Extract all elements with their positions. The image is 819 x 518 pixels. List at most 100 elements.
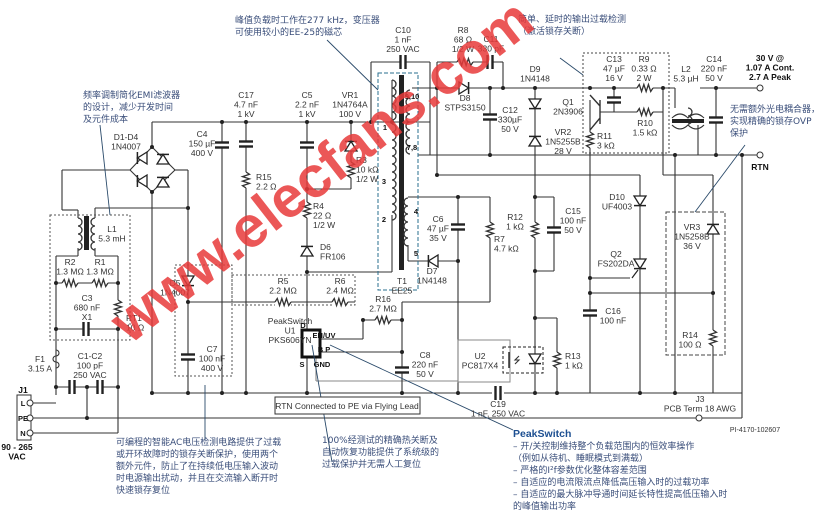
vr1-label: VR1 — [342, 90, 359, 100]
capacitor-bg — [708, 117, 724, 123]
junction-dot — [244, 120, 248, 124]
junction-dot — [435, 173, 439, 177]
resistor-icon — [301, 201, 313, 219]
overload-detect-box — [582, 52, 670, 154]
r11-label: 3 kΩ — [597, 141, 615, 151]
coupled-inductor-l2-icon — [671, 113, 705, 130]
pin-label: PE — [18, 414, 28, 423]
thermal-label: 过载保护并无需人工复位 — [322, 458, 421, 470]
pin-label: N — [20, 429, 25, 438]
junction-dot — [533, 86, 537, 90]
capacitor-bg — [495, 385, 501, 401]
c13-label: C13 — [606, 54, 622, 64]
fuse-icon — [52, 349, 60, 369]
vr2-label: 28 V — [554, 146, 572, 156]
junction-dot — [435, 86, 439, 90]
r3-label: 10 kΩ — [356, 165, 378, 175]
junction-dot — [488, 153, 492, 157]
vr3-label: 36 V — [683, 241, 701, 251]
d9-label: D9 — [530, 64, 541, 74]
c16-label: C16 — [605, 306, 621, 316]
c1c2-label: 250 VAC — [73, 370, 106, 380]
d10-label: UF4003 — [602, 202, 633, 212]
u1-label: PeakSwitch — [268, 316, 313, 326]
c13-label: 47 µF — [603, 64, 625, 74]
emi-label: 频率调制简化EMI滤波器 — [83, 89, 180, 101]
c10-label: 1 nF — [394, 35, 411, 45]
resistor-icon — [636, 82, 654, 94]
resistor-icon — [61, 277, 79, 289]
peakswitch-bullets-label: – 严格的I²f参数优化整体容差范围 — [513, 464, 647, 476]
winding-icon — [77, 217, 83, 251]
u2-label: U2 — [475, 351, 486, 361]
q1-label: Q1 — [562, 97, 574, 107]
pin-label: 5 — [414, 249, 418, 258]
l1-label: 5.3 mH — [98, 234, 125, 244]
junction-dot — [400, 318, 404, 322]
junction-dot — [305, 391, 309, 395]
capacitor-bg — [214, 142, 230, 148]
junction-dot — [588, 86, 592, 90]
c4-label: 400 V — [191, 148, 214, 158]
diode-icon — [299, 245, 315, 257]
resistor-icon — [707, 329, 719, 347]
capacitor-bg — [487, 54, 493, 70]
u1-label: PKS606YN — [269, 335, 312, 345]
d6-label: D6 — [320, 242, 331, 252]
capacitor-bg — [238, 141, 254, 147]
r1-label: R1 — [95, 257, 106, 267]
rt1-label: 10 Ω — [126, 323, 144, 333]
diode-icon — [427, 253, 439, 269]
junction-dot — [85, 416, 89, 420]
winding-icon — [391, 123, 397, 221]
junction-dot — [612, 86, 616, 90]
d10-label: D10 — [609, 192, 625, 202]
j3-label: J3 — [696, 394, 705, 404]
pin-label: 9,10 — [405, 92, 420, 101]
r15-label: R15 — [256, 172, 272, 182]
r15-label: 2.2 Ω — [256, 182, 277, 192]
pin-label: 3 — [382, 177, 386, 186]
transformer-core-icon — [399, 75, 404, 270]
junction-dot — [116, 281, 120, 285]
junction-dot — [54, 385, 58, 389]
c13-label: 16 V — [605, 73, 623, 83]
resistor-icon — [636, 106, 654, 118]
c11-label: 330 pF — [478, 44, 504, 54]
r4-label: R4 — [313, 201, 324, 211]
junction-dot — [400, 350, 404, 354]
peakswitch-bullets-label: （例如从待机、睡眠模式到满载） — [513, 452, 648, 464]
input-label: VAC — [8, 452, 25, 462]
c7-label: 400 V — [201, 363, 224, 373]
r7-label: R7 — [494, 234, 505, 244]
diode-icon — [527, 98, 543, 110]
c15-label: 50 V — [564, 225, 582, 235]
inductor-core-icon — [672, 119, 704, 123]
leader-line — [694, 144, 746, 213]
c10-label: C10 — [395, 25, 411, 35]
capacitor-bg — [69, 379, 75, 395]
ac-sense-label: 时电源输出扰动，并且在交流输入断开时 — [116, 472, 278, 484]
junction-dot — [740, 153, 744, 157]
peakswitch-bullets-label: – 自适应的最大脉冲导通时间延长特性提高低压输入时 — [513, 488, 727, 500]
r10-label: 1.5 kΩ — [633, 128, 658, 138]
d1d4-label: 1N4007 — [111, 142, 141, 152]
peakswitch-bullets-label: – 自适应的电流限流点降低高压输入时的过载功率 — [513, 476, 709, 488]
junction-dot — [186, 300, 190, 304]
resistor-icon — [584, 131, 596, 149]
c12-label: C12 — [502, 105, 518, 115]
capacitor-bg — [299, 142, 315, 148]
r4-label: 1/2 W — [313, 220, 335, 230]
rtn-note: RTN Connected to PE via Flying Lead — [275, 401, 419, 411]
winding-icon — [405, 89, 411, 155]
c17-label: 4.7 nF — [234, 100, 258, 110]
ac-sense-resistor-box — [231, 274, 356, 306]
junction-dot — [54, 281, 58, 285]
l1-label: L1 — [107, 224, 117, 234]
scr-gate-icon — [631, 269, 639, 279]
leader-line — [559, 57, 584, 76]
ac-sense-box — [174, 264, 233, 377]
r16-label: R16 — [375, 294, 391, 304]
